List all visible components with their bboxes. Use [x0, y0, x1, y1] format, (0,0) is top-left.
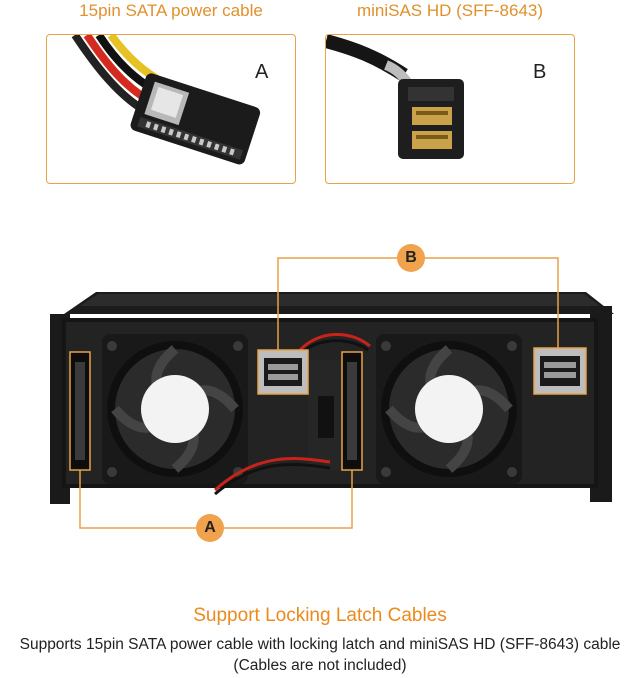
- headline: Support Locking Latch Cables: [193, 605, 447, 626]
- left-fan: [102, 334, 248, 484]
- sata-cable-letter: A: [255, 61, 269, 83]
- sata-cable-title: 15pin SATA power cable: [79, 1, 263, 20]
- description-line-1: Supports 15pin SATA power cable with loc…: [19, 636, 621, 653]
- minisas-cable-panel: B: [325, 34, 575, 184]
- drive-enclosure-illustration: [50, 257, 614, 529]
- sata-cable-panel: A: [46, 34, 296, 184]
- callout-b: B: [397, 244, 425, 272]
- right-fan: [376, 334, 522, 484]
- minisas-cable-image: [326, 35, 464, 159]
- minisas-cable-letter: B: [533, 61, 547, 83]
- callout-a: A: [196, 514, 224, 542]
- sata-cable-image: [71, 35, 261, 165]
- minisas-cable-title: miniSAS HD (SFF-8643): [356, 1, 544, 20]
- description-line-2: (Cables are not included): [233, 657, 407, 674]
